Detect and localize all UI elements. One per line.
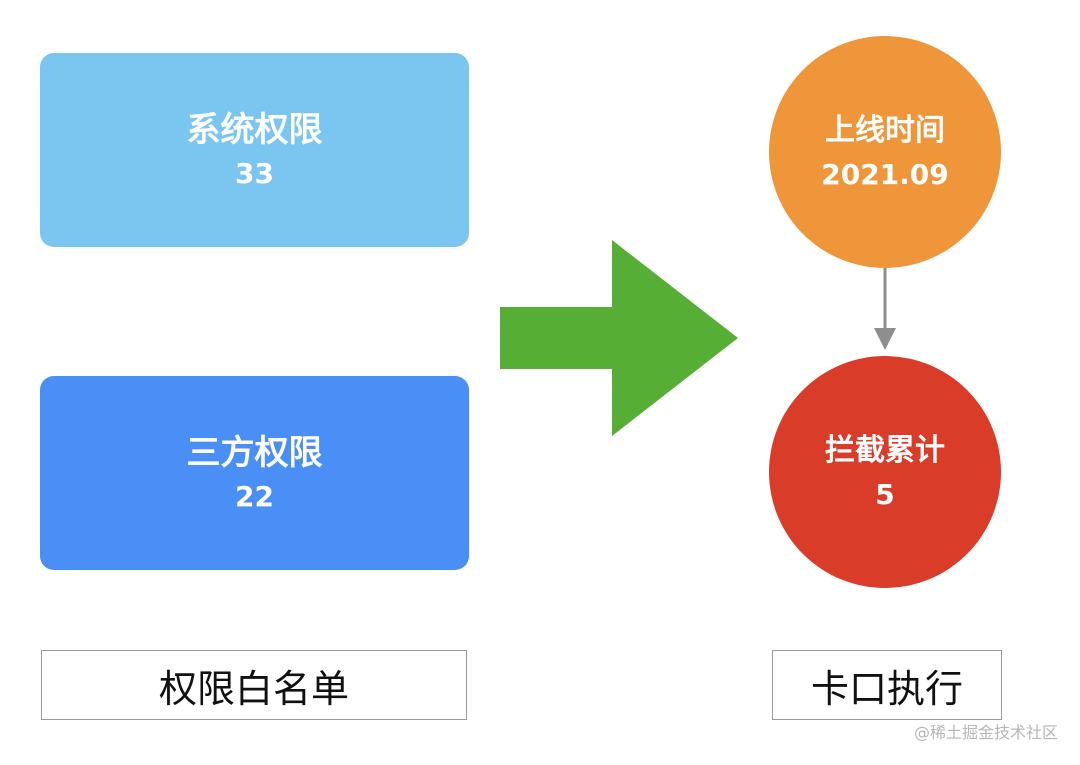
third-party-permission-title: 三方权限 (186, 433, 323, 474)
intercept-total-circle: 拦截累计 5 (769, 356, 1001, 588)
intercept-total-value: 5 (875, 478, 895, 512)
launch-time-value: 2021.09 (821, 158, 949, 192)
watermark: @稀土掘金技术社区 (913, 723, 1058, 742)
whitelist-caption: 权限白名单 (41, 650, 467, 720)
third-party-permission-count: 22 (235, 479, 274, 513)
intercept-total-title: 拦截累计 (825, 432, 945, 468)
system-permission-title: 系统权限 (186, 110, 323, 151)
launch-time-title: 上线时间 (825, 112, 945, 148)
connector-arrowhead-icon (874, 328, 896, 350)
checkpoint-caption: 卡口执行 (772, 650, 1002, 720)
launch-time-circle: 上线时间 2021.09 (769, 36, 1001, 268)
system-permission-box: 系统权限 33 (40, 53, 469, 247)
system-permission-count: 33 (235, 156, 274, 190)
whitelist-caption-text: 权限白名单 (158, 666, 349, 711)
flow-arrow-icon (500, 240, 738, 436)
checkpoint-caption-text: 卡口执行 (810, 666, 963, 711)
third-party-permission-box: 三方权限 22 (40, 376, 469, 570)
